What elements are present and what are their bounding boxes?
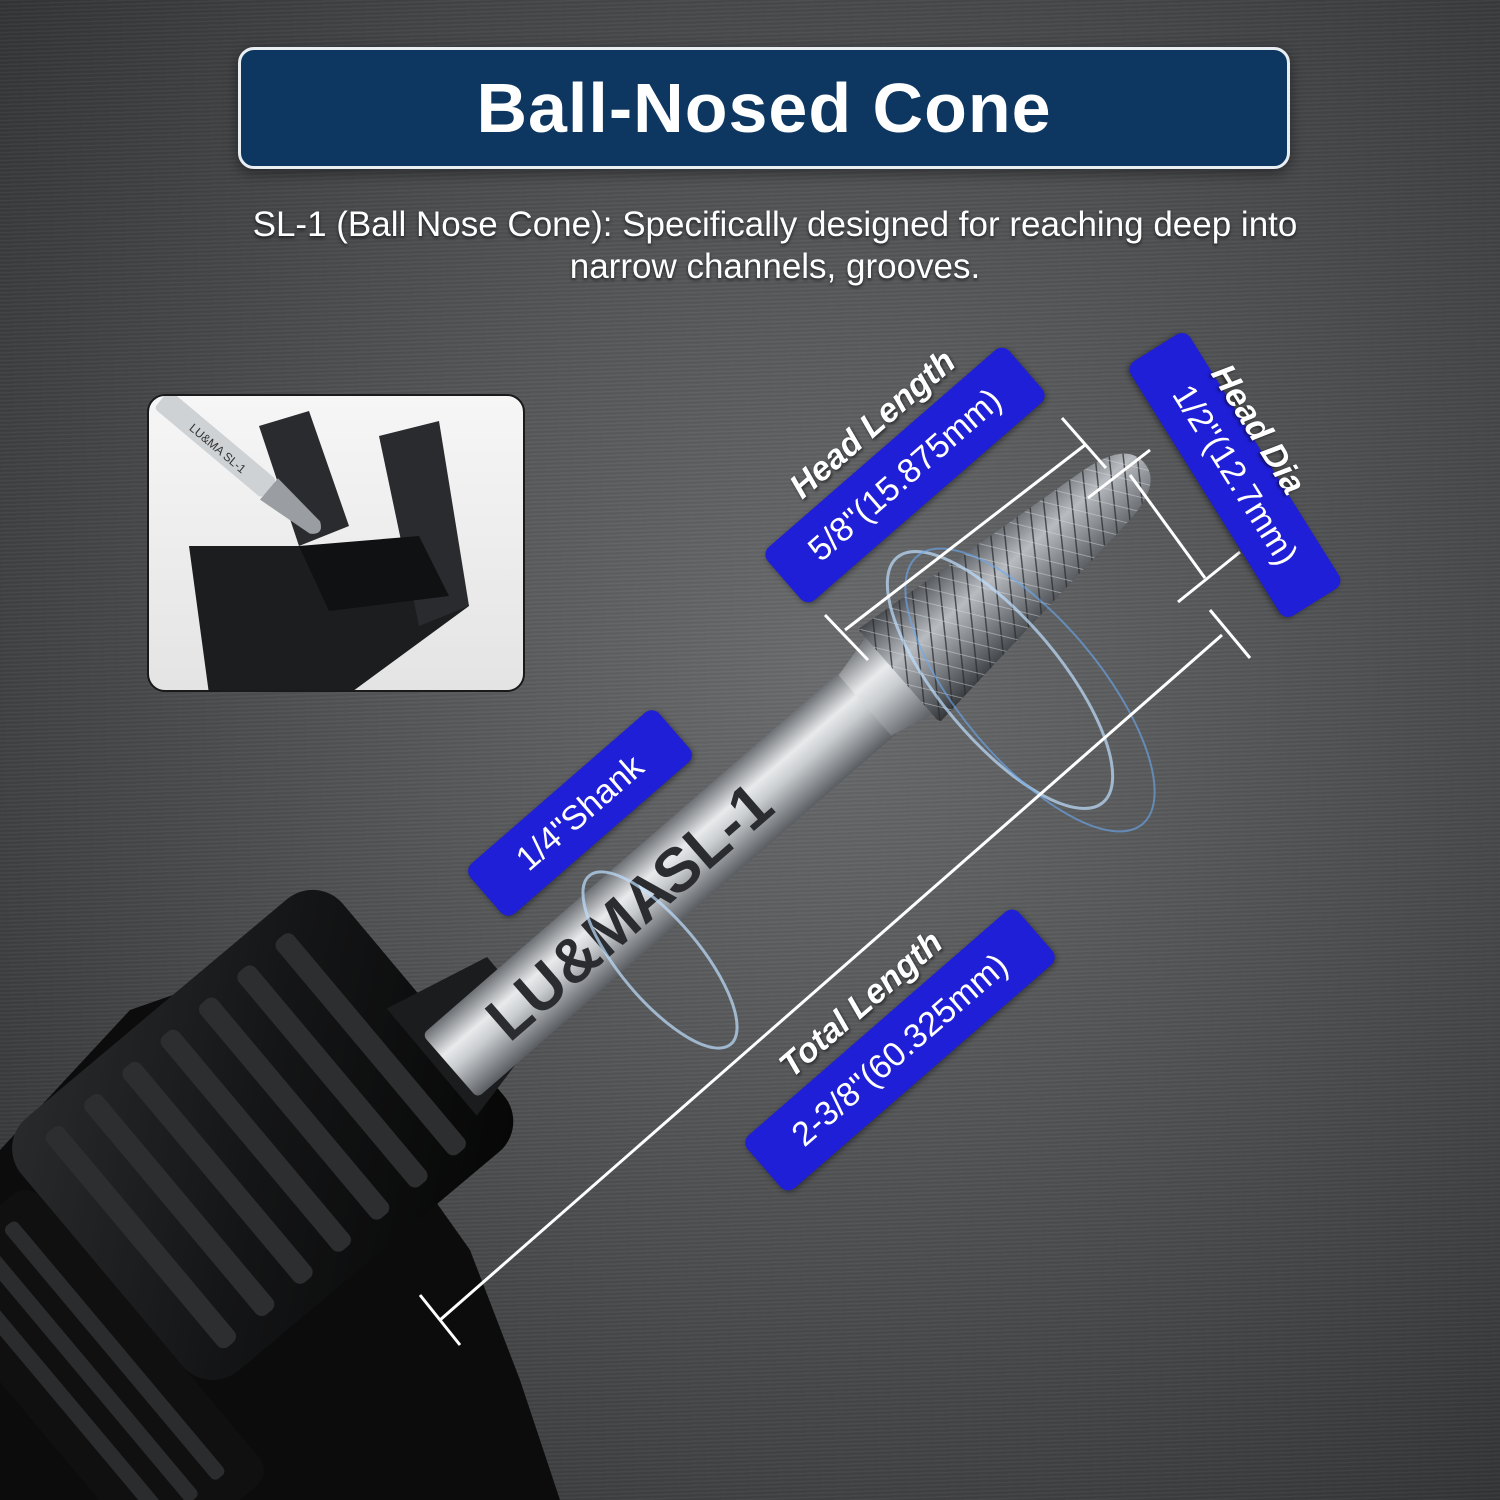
drill-chuck (0, 889, 560, 1500)
title-banner: Ball-Nosed Cone (238, 47, 1290, 169)
burr-channel-icon: LU&MA SL-1 (155, 396, 469, 690)
usage-inset-image: LU&MA SL-1 (147, 394, 525, 692)
page-title: Ball-Nosed Cone (476, 69, 1052, 147)
description-line-1: SL-1 (Ball Nose Cone): Specifically desi… (252, 205, 1298, 244)
inset-bit-marking: LU&MA SL-1 (187, 421, 249, 477)
dimension-lines (418, 417, 1252, 1346)
description-line-2: narrow channels, grooves. (569, 247, 981, 286)
description: SL-1 (Ball Nose Cone): Specifically desi… (150, 204, 1400, 288)
rotation-rings (581, 547, 1156, 1050)
